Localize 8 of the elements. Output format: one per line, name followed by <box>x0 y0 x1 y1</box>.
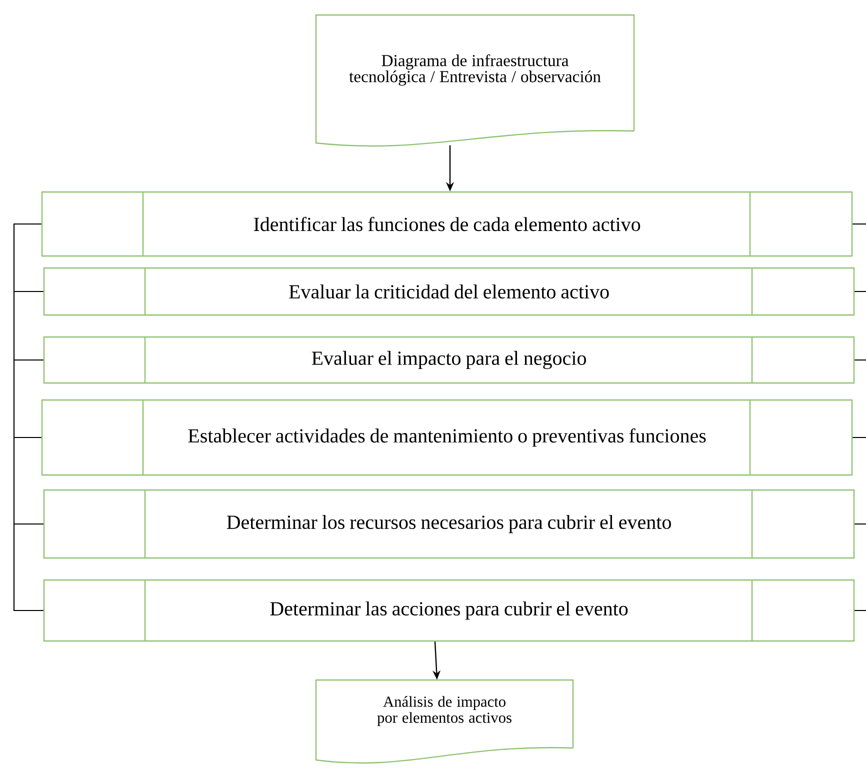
process-box: Evaluar la criticidad del elemento activo <box>43 267 855 316</box>
document-shape: Análisis de impacto por elementos activos <box>315 679 574 764</box>
process-box: Determinar los recursos necesarios para cubrir el evento <box>43 489 855 559</box>
process-box: Evaluar el impacto para el negocio <box>43 336 855 384</box>
document-shape: Diagrama de infraestructura tecnológica / Entrevista / observación <box>315 14 635 147</box>
process-box: Establecer actividades de mantenimiento o preventivas funciones <box>41 399 853 476</box>
process-box: Identificar las funciones de cada elemento activo <box>41 191 853 257</box>
process-box: Determinar las acciones para cubrir el evento <box>43 579 855 642</box>
